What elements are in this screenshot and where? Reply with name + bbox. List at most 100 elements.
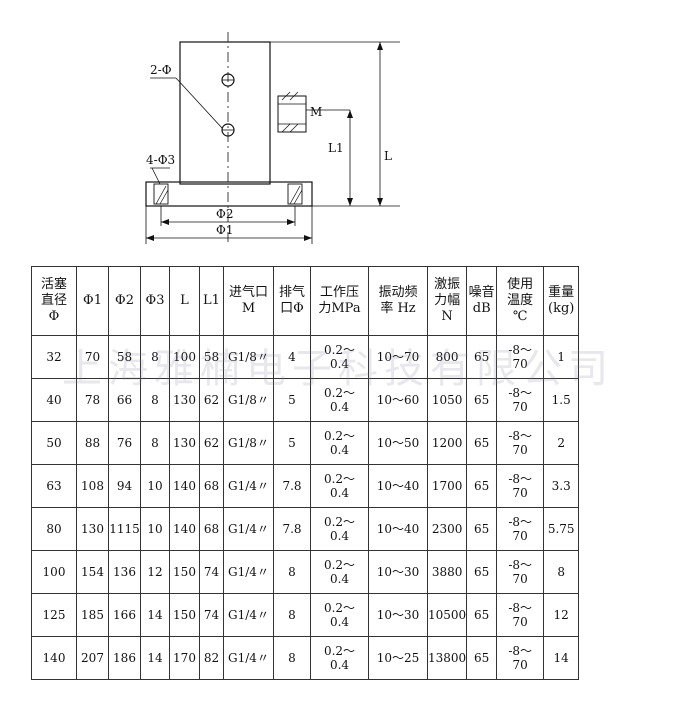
table-cell: 8	[273, 550, 311, 594]
table-cell: 150	[169, 593, 200, 637]
table-cell: 3880	[426, 550, 468, 594]
label-l1: L1	[328, 141, 344, 155]
table-cell: 62	[199, 421, 224, 465]
table-cell: 12	[140, 550, 170, 594]
table-cell: 10～60	[368, 378, 428, 422]
table-cell: 0.2～ 0.4	[310, 507, 369, 551]
table-cell: 14	[140, 593, 170, 637]
table-cell: 65	[466, 550, 498, 594]
table-cell: G1/8〃	[223, 335, 274, 379]
column-header: L1	[199, 266, 224, 336]
table-cell: 136	[108, 550, 141, 594]
column-header: 进气口 M	[223, 266, 274, 336]
table-cell: 4	[273, 335, 311, 379]
table-cell: 65	[466, 593, 498, 637]
table-cell: G1/4〃	[223, 593, 274, 637]
column-header: 噪音 dB	[466, 266, 498, 336]
table-cell: 8	[543, 550, 580, 594]
table-cell: 68	[199, 507, 224, 551]
cylinder-technical-drawing: 2-Φ 4-Φ3 Φ2 Φ1 L1 L M	[145, 32, 400, 246]
label-m: M	[310, 105, 322, 119]
column-header: Φ2	[108, 266, 141, 336]
table-cell: 58	[199, 335, 224, 379]
table-cell: 10～50	[368, 421, 428, 465]
table-cell: 2300	[426, 507, 468, 551]
table-cell: 65	[466, 636, 498, 680]
table-cell: 0.2～ 0.4	[310, 378, 369, 422]
table-cell: 1200	[426, 421, 468, 465]
table-cell: 32	[31, 335, 77, 379]
table-cell: 5	[273, 421, 311, 465]
table-cell: -8～ 70	[496, 507, 545, 551]
table-cell: 8	[273, 593, 311, 637]
table-cell: 140	[169, 464, 200, 508]
table-cell: G1/4〃	[223, 550, 274, 594]
column-header: 活塞 直径 Φ	[31, 266, 77, 336]
table-cell: 10～40	[368, 464, 428, 508]
label-phi1: Φ1	[216, 223, 233, 237]
table-cell: 8	[140, 335, 170, 379]
table-cell: 13800	[426, 636, 468, 680]
table-cell: G1/8〃	[223, 421, 274, 465]
table-cell: 108	[76, 464, 109, 508]
table-cell: 63	[31, 464, 77, 508]
table-cell: 12	[543, 593, 580, 637]
label-4-phi3: 4-Φ3	[146, 153, 175, 167]
table-cell: 10～40	[368, 507, 428, 551]
table-cell: 10500	[426, 593, 468, 637]
table-cell: 140	[31, 636, 77, 680]
table-cell: 186	[108, 636, 141, 680]
column-header: Φ3	[140, 266, 170, 336]
table-cell: 10	[140, 464, 170, 508]
table-cell: 130	[169, 421, 200, 465]
table-cell: G1/8〃	[223, 378, 274, 422]
column-header: 振动频 率 Hz	[368, 266, 428, 336]
table-cell: 58	[108, 335, 141, 379]
table-cell: 0.2～ 0.4	[310, 421, 369, 465]
table-cell: 65	[466, 335, 498, 379]
table-cell: 82	[199, 636, 224, 680]
table-cell: 88	[76, 421, 109, 465]
table-cell: 14	[543, 636, 580, 680]
table-cell: 80	[31, 507, 77, 551]
table-cell: 140	[169, 507, 200, 551]
table-cell: 130	[169, 378, 200, 422]
table-cell: G1/4〃	[223, 464, 274, 508]
column-header: 使用 温度 ℃	[496, 266, 545, 336]
table-cell: 800	[426, 335, 468, 379]
table-cell: 8	[140, 378, 170, 422]
table-cell: 1	[543, 335, 580, 379]
table-cell: 65	[466, 464, 498, 508]
column-header: Φ1	[76, 266, 109, 336]
table-cell: G1/4〃	[223, 636, 274, 680]
table-cell: -8～ 70	[496, 464, 545, 508]
table-cell: 1115	[108, 507, 141, 551]
column-header: 重量 (kg)	[543, 266, 580, 336]
table-cell: -8～ 70	[496, 378, 545, 422]
column-header: 工作压 力MPa	[310, 266, 369, 336]
table-cell: 74	[199, 550, 224, 594]
table-cell: 1.5	[543, 378, 580, 422]
table-cell: 94	[108, 464, 141, 508]
table-cell: 2	[543, 421, 580, 465]
table-cell: 1700	[426, 464, 468, 508]
table-cell: G1/4〃	[223, 507, 274, 551]
table-cell: 8	[140, 421, 170, 465]
table-cell: 10～25	[368, 636, 428, 680]
table-cell: 10～30	[368, 550, 428, 594]
table-cell: 10～30	[368, 593, 428, 637]
table-cell: 170	[169, 636, 200, 680]
label-l: L	[384, 149, 392, 163]
table-cell: 65	[466, 378, 498, 422]
table-cell: 14	[140, 636, 170, 680]
table-cell: 130	[76, 507, 109, 551]
table-cell: -8～ 70	[496, 335, 545, 379]
base-flange-outline	[145, 181, 313, 207]
table-cell: 68	[199, 464, 224, 508]
table-cell: 185	[76, 593, 109, 637]
